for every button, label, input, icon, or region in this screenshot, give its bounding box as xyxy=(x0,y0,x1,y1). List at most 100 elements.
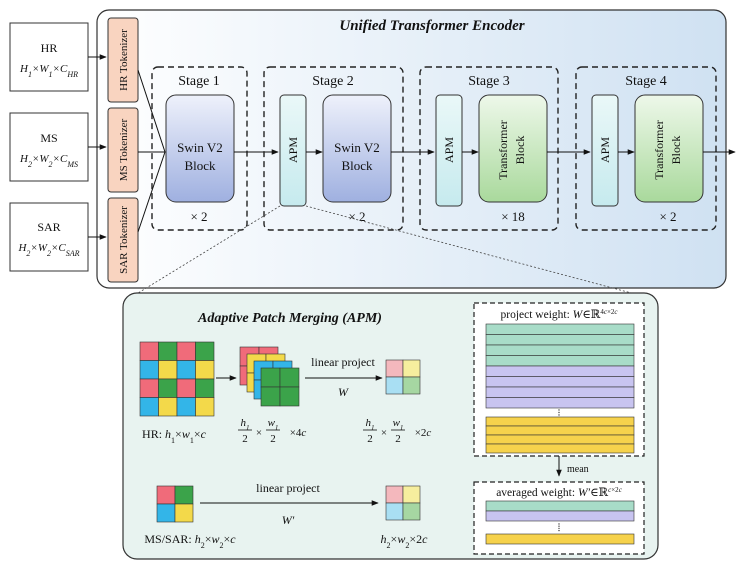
mean-label: mean xyxy=(567,464,589,475)
hr-grid-cell xyxy=(139,378,159,398)
input-ms-dims: H2×W2×CMS xyxy=(19,153,78,169)
ellipsis-dot xyxy=(558,414,560,416)
weight-row xyxy=(485,376,635,388)
stacked-grid-cell xyxy=(260,367,281,388)
stage-3-box xyxy=(419,66,559,231)
averaged-weight-row xyxy=(485,533,635,545)
output-grid-cell xyxy=(385,359,404,378)
input-hr-dims: H1×W1×CHR xyxy=(19,63,78,79)
stage-2-apm xyxy=(279,94,307,207)
mssar-grid-cell xyxy=(156,485,176,505)
weight-W-label: W xyxy=(338,385,349,399)
svg-text:Transformer: Transformer xyxy=(496,120,510,180)
svg-text:2: 2 xyxy=(242,433,248,445)
linear-project-label-2: linear project xyxy=(256,481,320,495)
input-sar: SAR H2×W2×CSAR xyxy=(9,202,89,272)
out-shape-label: h1 2 × w1 2 ×2c xyxy=(363,417,431,445)
svg-text:2: 2 xyxy=(395,433,401,445)
stacked-grid-cell xyxy=(260,386,281,407)
stage-2-label: Stage 2 xyxy=(312,74,354,89)
svg-text:×4c: ×4c xyxy=(290,427,307,439)
ellipsis-dot xyxy=(558,527,560,530)
weight-Wprime-label: W′ xyxy=(282,513,295,527)
output-grid-cell xyxy=(402,485,421,504)
hr-grid-cell xyxy=(176,378,196,398)
hr-grid-cell xyxy=(158,341,178,361)
weight-row xyxy=(485,386,635,398)
hr-grid-cell xyxy=(139,397,159,417)
output-grid-cell xyxy=(385,502,404,521)
mssar-input-grid xyxy=(156,485,194,523)
stacked-grid-cell xyxy=(279,386,300,407)
weight-row xyxy=(485,416,635,427)
hr-grid-cell xyxy=(195,341,215,361)
mssar-grid-cell xyxy=(174,503,194,523)
svg-text:h1: h1 xyxy=(241,417,250,432)
svg-text:MS: MS xyxy=(40,131,57,145)
hr-grid-cell xyxy=(195,360,215,380)
mssar-grid-cell xyxy=(174,485,194,505)
project-weight-rows xyxy=(485,323,635,454)
averaged-weight-row xyxy=(485,500,635,512)
stage-3-repeat: × 18 xyxy=(501,209,525,224)
stage-4-transformer-block xyxy=(634,94,704,203)
tokenizer-ms: MS Tokenizer xyxy=(107,107,139,193)
stage-2-swin-block xyxy=(322,94,392,203)
svg-text:2: 2 xyxy=(270,433,276,445)
output-grid-cell xyxy=(385,376,404,395)
weight-row xyxy=(485,344,635,356)
svg-text:2: 2 xyxy=(367,433,373,445)
svg-text:×: × xyxy=(381,427,387,439)
stage-4-apm xyxy=(591,94,619,207)
weight-row xyxy=(485,434,635,445)
svg-text:APM: APM xyxy=(442,137,456,163)
hr-grid-cell xyxy=(176,360,196,380)
output-grid-hr xyxy=(385,359,421,395)
ellipsis-dot xyxy=(558,409,560,411)
stage-4-box xyxy=(575,66,717,231)
hr-grid-cell xyxy=(176,397,196,417)
mssar-grid-cell xyxy=(156,503,176,523)
encoder-panel xyxy=(96,9,727,289)
linear-project-label-1: linear project xyxy=(311,355,375,369)
project-weight-label: project weight: W∈ℝ4c×2c xyxy=(500,308,618,321)
svg-text:HR: HR xyxy=(41,41,58,55)
stacked-grid-cell xyxy=(279,367,300,388)
input-sar-dims: H2×W2×CSAR xyxy=(17,242,79,258)
stage-2-repeat: × 2 xyxy=(348,209,365,224)
stage-1-swin-block xyxy=(165,94,235,203)
stage-4-label: Stage 4 xyxy=(625,74,667,89)
svg-text:×: × xyxy=(256,427,262,439)
output-grid-mssar xyxy=(385,485,421,521)
stage-3-apm xyxy=(435,94,463,207)
stage-2-box xyxy=(263,66,404,231)
svg-text:Block: Block xyxy=(513,136,527,165)
input-hr: HR H1×W1×CHR xyxy=(9,22,89,92)
weight-row xyxy=(485,355,635,367)
input-ms: MS H2×W2×CMS xyxy=(9,112,89,182)
hr-grid-cell xyxy=(158,360,178,380)
weight-row xyxy=(485,397,635,409)
svg-text:APM: APM xyxy=(286,137,300,163)
mssar-grid-label: MS/SAR: h2×w2×c xyxy=(144,532,236,550)
svg-text:Block: Block xyxy=(184,158,216,173)
svg-text:Swin V2: Swin V2 xyxy=(334,140,380,155)
svg-text:Block: Block xyxy=(669,136,683,165)
mid-shape-label: h1 2 × w1 2 ×4c xyxy=(238,417,306,445)
svg-text:SAR Tokenizer: SAR Tokenizer xyxy=(118,206,130,274)
hr-grid-cell xyxy=(176,341,196,361)
stacked-grids xyxy=(239,346,300,407)
stage-4-repeat: × 2 xyxy=(659,209,676,224)
svg-text:Transformer: Transformer xyxy=(652,120,666,180)
hr-grid-cell xyxy=(195,397,215,417)
weight-row xyxy=(485,323,635,335)
svg-text:h1: h1 xyxy=(366,417,375,432)
stage-1-repeat: × 2 xyxy=(190,209,207,224)
ellipsis-dot xyxy=(558,529,560,532)
svg-text:Block: Block xyxy=(341,158,373,173)
ellipsis-dot xyxy=(558,411,560,414)
weight-row xyxy=(485,443,635,454)
tokenizer-sar: SAR Tokenizer xyxy=(107,197,139,283)
tokenizer-hr: HR Tokenizer xyxy=(107,17,139,103)
